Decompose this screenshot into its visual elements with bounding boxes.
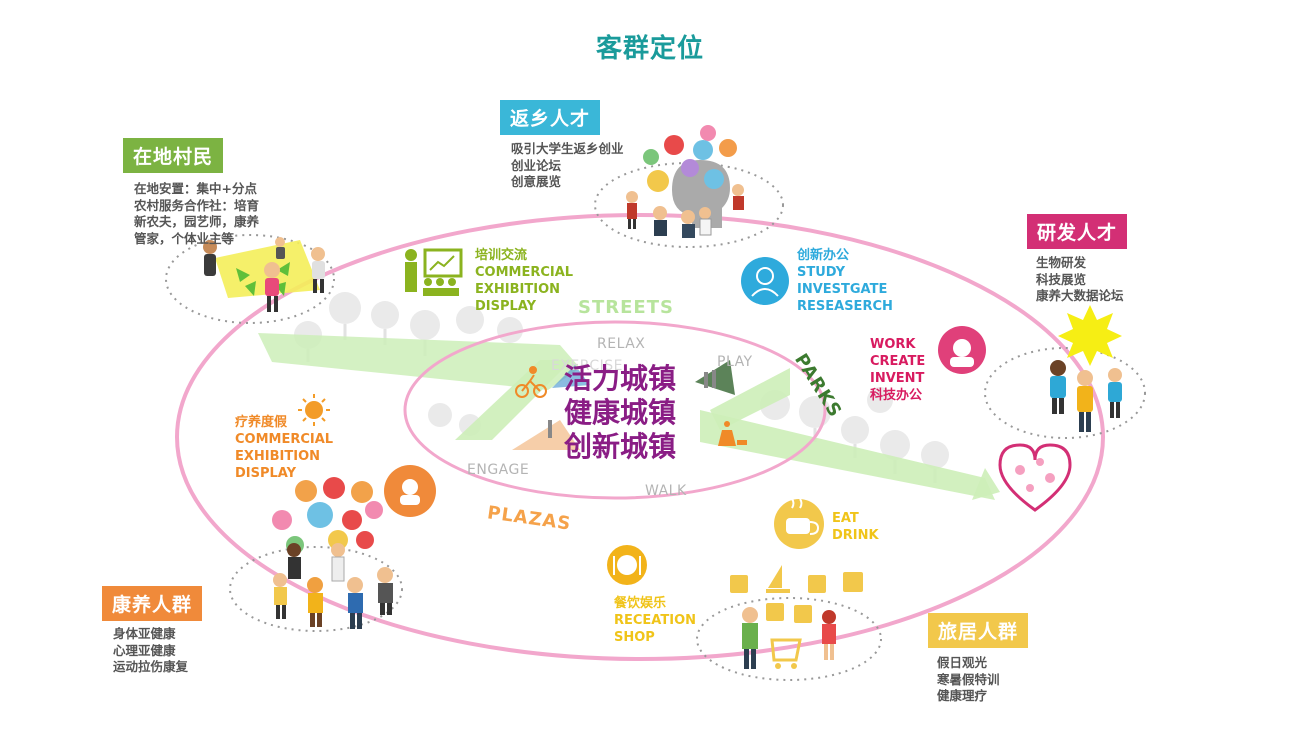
rnd-ellipse <box>984 347 1146 439</box>
villagers-desc: 在地安置：集中+分点 农村服务合作社：培育 新农夫，园艺师，康养 管家，个体业主… <box>134 181 259 247</box>
returnee-people <box>626 184 744 238</box>
outer-ring <box>175 213 1105 661</box>
core-line: 健康城镇 <box>563 396 676 429</box>
villagers-line: 管家，个体业主等 <box>134 230 235 246</box>
villagers-tag: 在地村民 <box>123 138 224 173</box>
dog-walker-icon <box>718 421 747 446</box>
shopping-cart-icon <box>770 572 863 669</box>
eat-line: DRINK <box>832 528 879 543</box>
teacher-board-icon <box>405 248 463 296</box>
travelers-line: 寒暑假特训 <box>937 671 1000 687</box>
villagers-ellipse <box>165 234 335 324</box>
villagers-line: 在地安置：集中+分点 <box>134 181 257 196</box>
tree-icon <box>294 292 949 469</box>
sun-icon <box>298 394 330 426</box>
wellness-people <box>273 543 393 629</box>
training-line: COMMERCIAL <box>475 265 574 280</box>
rnd-line: 科技展览 <box>1036 271 1087 287</box>
work-line: INVENT <box>870 371 925 386</box>
coffee-cup-icon <box>774 498 824 549</box>
core-positioning: 活力城镇 健康城镇 创新城镇 <box>520 362 720 464</box>
starburst-icon <box>1058 305 1122 366</box>
dining-label: 餐饮娱乐 RECEATION SHOP <box>614 595 696 646</box>
recuperation-line: COMMERCIAL <box>235 432 334 447</box>
eat-label: EAT DRINK <box>832 510 879 544</box>
villagers-line: 农村服务合作社：培育 <box>134 197 260 213</box>
center-figures <box>548 370 716 438</box>
wellness-tag: 康养人群 <box>102 586 203 621</box>
travelers-line: 健康理疗 <box>937 688 988 703</box>
wellness-desc: 身体亚健康 心理亚健康 运动拉伤康复 <box>113 626 188 676</box>
villager-people <box>203 237 325 312</box>
returnees-line: 创业论坛 <box>511 157 562 173</box>
travelers-ellipse <box>696 597 882 681</box>
training-line: EXHIBITION <box>475 282 561 297</box>
recuperation-line: DISPLAY <box>235 466 297 481</box>
work-label: WORK CREATE INVENT 科技办公 <box>870 336 925 404</box>
rnd-line: 康养大数据论坛 <box>1036 288 1124 303</box>
sailboat-icon <box>766 565 790 593</box>
training-line: DISPLAY <box>475 299 537 314</box>
wellness-ellipse <box>229 546 403 632</box>
training-label: 培训交流 COMMERCIAL EXHIBITION DISPLAY <box>475 247 573 315</box>
dining-line: 餐饮娱乐 <box>614 596 667 611</box>
travelers-line: 假日观光 <box>937 655 988 670</box>
lab-heart-icon <box>998 443 1072 512</box>
streets-label: STREETS <box>578 297 674 318</box>
returnees-ellipse <box>594 162 784 248</box>
rnd-tag: 研发人才 <box>1027 214 1128 249</box>
core-line: 活力城镇 <box>563 362 676 395</box>
play-label: PLAY <box>717 354 753 370</box>
wellness-line: 心理亚健康 <box>113 642 176 658</box>
work-line: WORK <box>870 337 916 352</box>
travelers-desc: 假日观光 寒暑假特训 健康理疗 <box>937 655 1000 705</box>
rnd-line: 生物研发 <box>1036 255 1087 270</box>
exercise-label: EXERCISE <box>551 358 623 374</box>
rnd-people <box>1050 360 1122 432</box>
park-path <box>700 410 995 500</box>
innovation-line: INVESTGATE <box>797 282 888 297</box>
innovation-icon <box>741 257 789 305</box>
returnees-tag: 返乡人才 <box>500 100 601 135</box>
innovation-line: STUDY <box>797 265 846 280</box>
traveler-people <box>742 607 836 669</box>
idea-bubbles <box>643 125 737 192</box>
training-line: 培训交流 <box>475 248 528 263</box>
recuperation-line: EXHIBITION <box>235 449 321 464</box>
shopping-bag-icon <box>730 575 826 623</box>
inner-ring <box>403 320 827 500</box>
cyclist-icon <box>515 366 547 398</box>
relax-label: RELAX <box>597 336 646 352</box>
innovation-label: 创新办公 STUDY INVESTGATE RESEASERCH <box>797 247 893 315</box>
dining-line: SHOP <box>614 630 655 645</box>
returnees-desc: 吸引大学生返乡创业 创业论坛 创意展览 <box>511 141 624 191</box>
page-title: 客群定位 <box>595 34 704 64</box>
walk-label: WALK <box>645 483 687 499</box>
dining-line: RECEATION <box>614 613 696 628</box>
work-line: CREATE <box>870 354 926 369</box>
core-line: 创新城镇 <box>563 430 676 463</box>
innovation-line: RESEASERCH <box>797 299 893 314</box>
returnees-line: 吸引大学生返乡创业 <box>511 141 624 156</box>
street-path <box>258 333 580 390</box>
eat-line: EAT <box>832 511 859 526</box>
returnees-line: 创意展览 <box>511 174 562 189</box>
work-line: 科技办公 <box>870 388 923 403</box>
recuperation-label: 疗养度假 COMMERCIAL EXHIBITION DISPLAY <box>235 414 333 482</box>
recuperation-line: 疗养度假 <box>235 415 288 430</box>
engage-label: ENGAGE <box>467 462 530 478</box>
wellness-line: 运动拉伤康复 <box>113 659 189 674</box>
innovation-line: 创新办公 <box>797 248 850 263</box>
wellness-line: 身体亚健康 <box>113 626 176 641</box>
plate-icon <box>607 545 647 585</box>
travelers-tag: 旅居人群 <box>928 613 1029 648</box>
villagers-line: 新农夫，园艺师，康养 <box>134 214 260 229</box>
rnd-desc: 生物研发 科技展览 康养大数据论坛 <box>1036 255 1124 305</box>
